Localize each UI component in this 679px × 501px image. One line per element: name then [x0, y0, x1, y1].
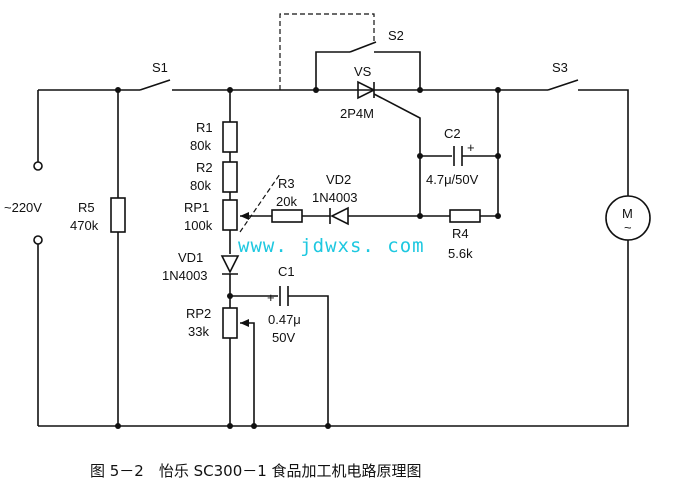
supply-terminal-bottom [33, 235, 43, 245]
junction-dot [313, 87, 319, 93]
wire-rp2-wiper [240, 322, 255, 426]
mechanical-link-dashed-rp1 [239, 173, 281, 233]
junction-dot [325, 423, 331, 429]
switch-s2 [349, 41, 377, 53]
label-c1-voltage: 50V [272, 330, 295, 345]
potentiometer-rp2 [222, 307, 238, 339]
junction-dot [495, 87, 501, 93]
diode-vd1 [220, 255, 240, 275]
junction-dot [227, 293, 233, 299]
label-c1-name: C1 [278, 264, 295, 279]
label-rp2-name: RP2 [186, 306, 211, 321]
label-supply: ~220V [4, 200, 42, 215]
rp1-wiper-arrow [240, 212, 249, 220]
switch-s1 [139, 79, 171, 91]
label-c2-value: 4.7μ/50V [426, 172, 479, 187]
label-c2-name: C2 [444, 126, 461, 141]
junction-dot [227, 423, 233, 429]
motor-m [605, 195, 651, 241]
label-rp1-name: RP1 [184, 200, 209, 215]
mechanical-link-dashed [279, 13, 375, 90]
resistor-r4 [449, 209, 481, 223]
resistor-r1 [222, 121, 238, 153]
potentiometer-rp1 [222, 199, 238, 231]
wire-vs-gate [373, 93, 421, 156]
junction-dot [417, 213, 423, 219]
label-vd2-value: 1N4003 [312, 190, 358, 205]
label-r2-value: 80k [190, 178, 211, 193]
capacitor-c2 [453, 146, 463, 166]
label-r1-value: 80k [190, 138, 211, 153]
label-r2-name: R2 [196, 160, 213, 175]
supply-terminal-top [33, 161, 43, 171]
wire-r4-right [480, 156, 499, 217]
junction-dot [495, 213, 501, 219]
junction-dot [417, 153, 423, 159]
label-s2: S2 [388, 28, 404, 43]
wire-c1-right [288, 295, 329, 426]
resistor-r5 [110, 197, 126, 233]
label-vd1-value: 1N4003 [162, 268, 208, 283]
wire-bottom-rail [38, 240, 629, 427]
label-r5-value: 470k [70, 218, 99, 233]
label-vd2-name: VD2 [326, 172, 351, 187]
junction-dot [495, 153, 501, 159]
junction-dot [417, 87, 423, 93]
wire-c2-left [419, 155, 452, 216]
label-r4-name: R4 [452, 226, 469, 241]
resistor-r2 [222, 161, 238, 193]
label-r3-value: 20k [276, 194, 297, 209]
rp2-wiper-arrow [240, 319, 249, 327]
label-vd1-name: VD1 [178, 250, 203, 265]
label-rp1-value: 100k [184, 218, 213, 233]
junction-dot [251, 423, 257, 429]
label-c2-plus: + [467, 140, 475, 155]
label-motor-ac: ~ [624, 220, 632, 235]
label-motor: M [622, 206, 633, 221]
diode-vd2 [329, 206, 349, 226]
label-r1-name: R1 [196, 120, 213, 135]
figure-caption: 图 5－2 怡乐 SC300－1 食品加工机电路原理图 [90, 462, 422, 480]
label-c1-value: 0.47μ [268, 312, 301, 327]
label-s3: S3 [552, 60, 568, 75]
label-vs-value: 2P4M [340, 106, 374, 121]
label-s1: S1 [152, 60, 168, 75]
switch-s3 [547, 79, 579, 91]
wire-top-rail-right [578, 89, 629, 196]
resistor-r3 [271, 209, 303, 223]
junction-dot [227, 87, 233, 93]
label-rp2-value: 33k [188, 324, 209, 339]
label-vs-name: VS [354, 64, 372, 79]
label-r4-value: 5.6k [448, 246, 473, 261]
junction-dot [115, 423, 121, 429]
wire-s2-bypass [315, 51, 421, 90]
capacitor-c1 [279, 286, 289, 306]
label-c1-plus: + [267, 290, 275, 305]
thyristor-vs [357, 80, 376, 100]
label-r3-name: R3 [278, 176, 295, 191]
label-r5-name: R5 [78, 200, 95, 215]
junction-dot [115, 87, 121, 93]
watermark-text: www. jdwxs. com [238, 235, 425, 257]
